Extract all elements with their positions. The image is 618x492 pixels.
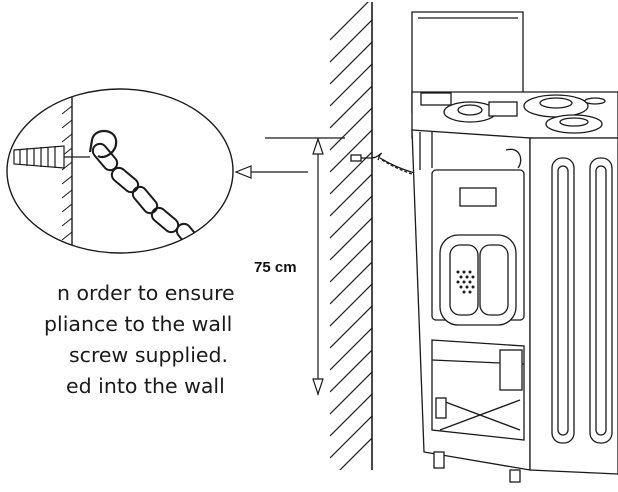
caption-line-1: n order to ensure [57,281,235,305]
caption-line-4: ed into the wall [66,374,225,398]
caption-line-2: pliance to the wall [44,312,233,336]
appliance-rear-view [411,11,618,483]
hook-icon [88,129,118,159]
detail-pointer-arrow [234,165,308,179]
height-dimension-label: 75 cm [254,259,297,276]
detail-circle [6,88,234,254]
caption-line-3: screw supplied. [69,343,229,367]
wall-plug-icon [13,145,90,169]
height-dimension [265,137,345,396]
wall-section [330,2,373,470]
instruction-caption: n order to ensure pliance to the wall sc… [0,278,260,402]
